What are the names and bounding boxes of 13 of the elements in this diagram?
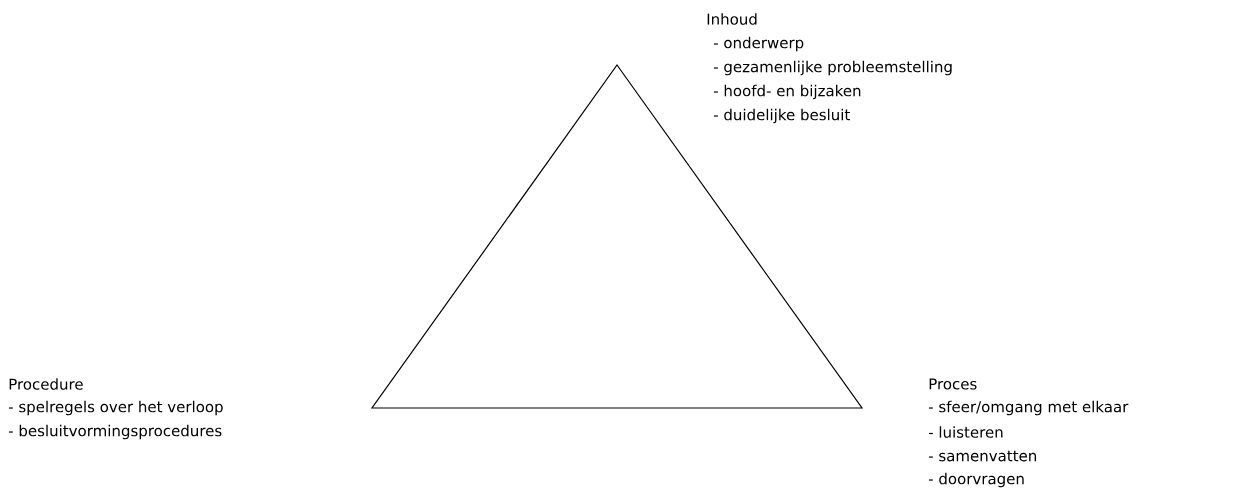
list-item: - spelregels over het verloop bbox=[8, 400, 223, 416]
list-item: - gezamenlijke probleemstelling bbox=[713, 60, 952, 76]
list-item: - doorvragen bbox=[928, 472, 1024, 488]
heading: Inhoud bbox=[707, 13, 757, 25]
list-item: - sfeer/omgang met elkaar bbox=[928, 400, 1129, 416]
list-item: - besluitvormingsprocedures bbox=[8, 424, 222, 440]
list-item: - onderwerp bbox=[713, 36, 804, 52]
heading: Procedure bbox=[9, 378, 83, 390]
list-item: - samenvatten bbox=[928, 450, 1036, 462]
list-item: - luisteren bbox=[928, 426, 1003, 438]
list-item: - duidelijke besluit bbox=[713, 108, 850, 124]
heading: Proces bbox=[929, 378, 977, 390]
list-item: - hoofd- en bijzaken bbox=[713, 84, 861, 100]
